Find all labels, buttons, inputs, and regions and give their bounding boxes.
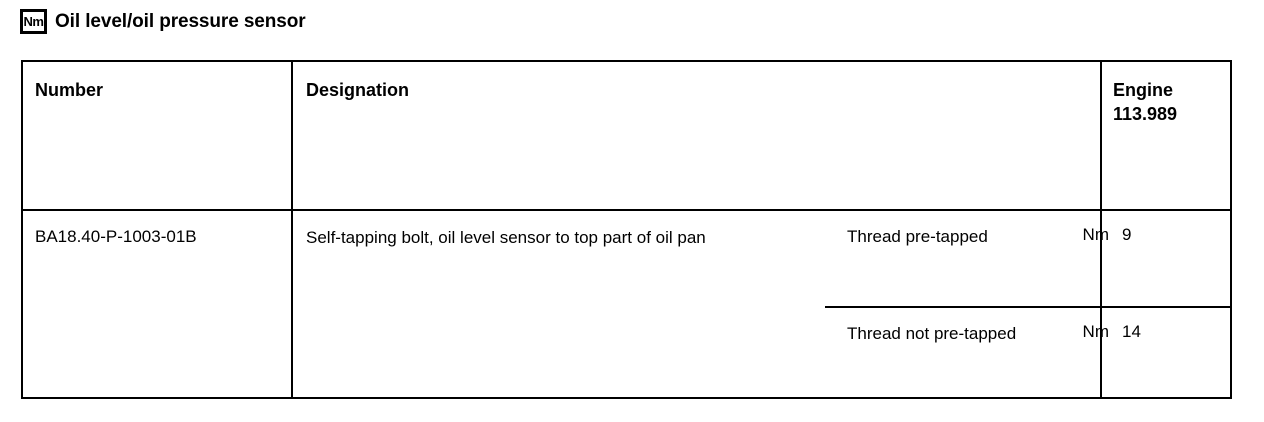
column-header-designation: Designation bbox=[306, 80, 410, 100]
spec-name: Thread pre-tapped bbox=[847, 227, 988, 246]
column-header-engine-line2: 113.989 bbox=[1113, 104, 1178, 125]
cell-number: BA18.40-P-1003-01B bbox=[35, 227, 197, 246]
torque-specification-table: Number Designation Engine 113.989 BA18.4… bbox=[21, 60, 1232, 399]
spec-subrows: Thread pre-tapped Nm 9 Thread not pre-ta… bbox=[825, 211, 1230, 397]
column-header-engine: Engine 113.989 bbox=[1113, 78, 1177, 127]
column-divider-number bbox=[291, 62, 293, 397]
spec-value: 9 bbox=[1122, 225, 1132, 244]
spec-name: Thread not pre-tapped bbox=[847, 324, 1017, 343]
column-divider-value bbox=[1100, 62, 1102, 397]
spec-subrow: Thread not pre-tapped Nm 14 bbox=[825, 306, 1230, 403]
spec-subrow: Thread pre-tapped Nm 9 bbox=[825, 211, 1230, 306]
spec-unit: Nm bbox=[1082, 322, 1109, 341]
page-title: Oil level/oil pressure sensor bbox=[55, 10, 306, 32]
table-header-row: Number Designation Engine 113.989 bbox=[23, 62, 1230, 211]
section-title: Nm Oil level/oil pressure sensor bbox=[20, 9, 306, 34]
column-header-engine-line1: Engine bbox=[1113, 80, 1174, 100]
spec-unit: Nm bbox=[1082, 225, 1109, 244]
spec-value: 14 bbox=[1122, 322, 1141, 341]
column-header-number: Number bbox=[35, 80, 104, 100]
torque-nm-icon: Nm bbox=[20, 9, 47, 34]
torque-nm-icon-label: Nm bbox=[23, 14, 44, 29]
cell-designation: Self-tapping bolt, oil level sensor to t… bbox=[306, 228, 706, 247]
table-row: BA18.40-P-1003-01B Self-tapping bolt, oi… bbox=[23, 211, 1230, 397]
